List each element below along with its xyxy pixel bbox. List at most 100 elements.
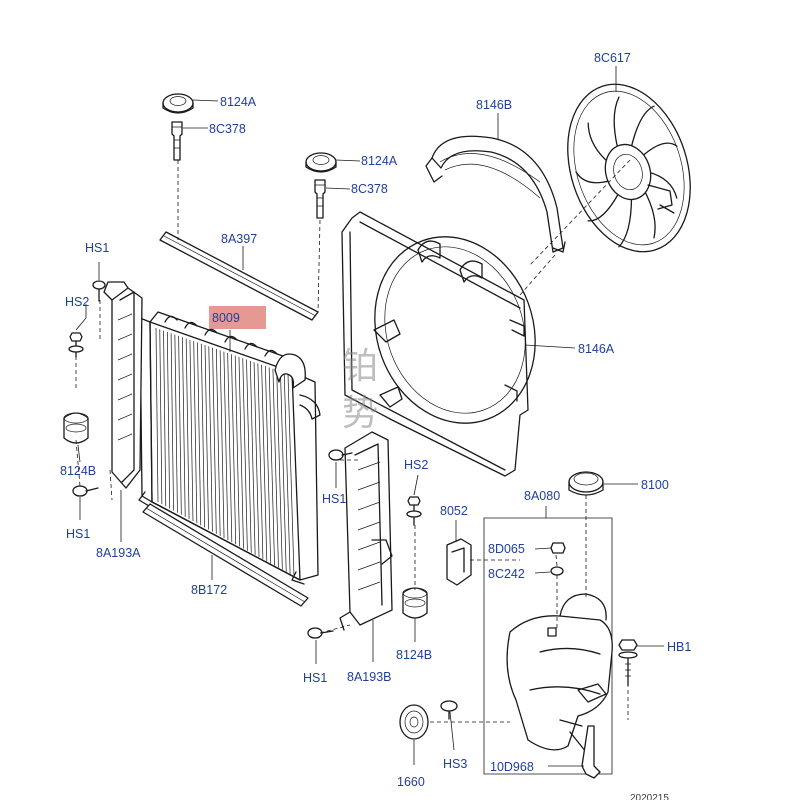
radiator-fin bbox=[185, 338, 190, 519]
callout-8124b-right: 8124B bbox=[396, 648, 432, 662]
radiator-fin bbox=[265, 366, 272, 564]
radiator-fin bbox=[268, 367, 275, 566]
pulley-1660 bbox=[399, 704, 429, 740]
fan-blade bbox=[642, 188, 656, 239]
o-ring-8C242 bbox=[550, 566, 564, 576]
bracket-8052 bbox=[446, 538, 472, 586]
fan-blades bbox=[575, 96, 678, 248]
stud-HS2-center bbox=[406, 496, 422, 526]
leader-lines bbox=[75, 66, 664, 767]
bolt-HS1-left bbox=[72, 485, 99, 497]
mount-8124A-mid bbox=[305, 152, 337, 173]
radiator-fin bbox=[249, 360, 256, 555]
callout-8c378-mid: 8C378 bbox=[351, 182, 388, 196]
callout-hs1-top: HS1 bbox=[85, 241, 109, 255]
radiator-fin bbox=[200, 343, 205, 528]
fan-blade bbox=[618, 196, 633, 248]
callout-hb1: HB1 bbox=[667, 640, 691, 654]
callout-1660: 1660 bbox=[397, 775, 425, 789]
radiator-fin bbox=[166, 331, 171, 509]
callout-8a080: 8A080 bbox=[524, 489, 560, 503]
radiator-fin bbox=[280, 371, 287, 572]
callout-10d968: 10D968 bbox=[490, 760, 534, 774]
radiator-fin bbox=[174, 334, 178, 513]
fan-blade bbox=[630, 105, 655, 148]
fan-blade bbox=[587, 193, 619, 222]
radiator-fin bbox=[261, 364, 268, 562]
callout-hs2-center: HS2 bbox=[404, 458, 428, 472]
radiator-fin bbox=[238, 356, 244, 549]
fan-shroud-8146A bbox=[341, 211, 536, 477]
callout-8052: 8052 bbox=[440, 504, 468, 518]
washer-HS3 bbox=[440, 700, 458, 720]
bolt-HS1-top bbox=[92, 280, 106, 302]
radiator-fin bbox=[276, 370, 283, 570]
radiator-fin bbox=[223, 351, 229, 541]
hose-10D968 bbox=[581, 725, 601, 779]
callout-8b172: 8B172 bbox=[191, 583, 227, 597]
radiator-fin bbox=[242, 358, 248, 551]
radiator-fin bbox=[287, 373, 295, 577]
radiator-fins bbox=[155, 327, 295, 577]
radiator-fin bbox=[215, 349, 221, 536]
radiator-fin bbox=[227, 352, 233, 543]
sensor-8D065 bbox=[550, 542, 566, 554]
callout-8c617: 8C617 bbox=[594, 51, 631, 65]
bush-8124B-left bbox=[63, 412, 89, 444]
radiator-fin bbox=[170, 333, 174, 511]
callout-8a397: 8A397 bbox=[221, 232, 257, 246]
fan-shroud-upper-8146B bbox=[425, 135, 566, 253]
fan-blade bbox=[642, 142, 678, 156]
callout-hs1-left: HS1 bbox=[66, 527, 90, 541]
stud-HS2-left bbox=[68, 332, 84, 358]
callout-8124b-left: 8124B bbox=[60, 464, 96, 478]
radiator-fin bbox=[283, 372, 291, 574]
callout-8146b: 8146B bbox=[476, 98, 512, 112]
cap-8100 bbox=[568, 471, 604, 496]
callout-8a193a: 8A193A bbox=[96, 546, 141, 560]
callout-8124a-top: 8124A bbox=[220, 95, 257, 109]
bolt-HB1 bbox=[618, 639, 638, 687]
watermark-char-2: 势 bbox=[342, 393, 378, 434]
bracket-8A193B bbox=[339, 431, 393, 631]
radiator-fin bbox=[163, 330, 167, 507]
radiator-fin bbox=[208, 346, 213, 532]
callout-8c378-top: 8C378 bbox=[209, 122, 246, 136]
bush-8124B-right bbox=[402, 587, 428, 619]
callout-8d065: 8D065 bbox=[488, 542, 525, 556]
callout-hs1-bottom: HS1 bbox=[303, 671, 327, 685]
radiator-fin bbox=[197, 342, 202, 526]
callout-8146a: 8146A bbox=[578, 342, 615, 356]
radiator-fin bbox=[159, 329, 163, 505]
radiator-fin bbox=[182, 337, 186, 517]
callout-hs3: HS3 bbox=[443, 757, 467, 771]
radiator-fin bbox=[219, 350, 225, 538]
fan-blade bbox=[613, 96, 620, 151]
radiator-fin bbox=[189, 339, 194, 522]
bolt-HS1-center bbox=[328, 449, 353, 461]
fan-blade bbox=[575, 171, 610, 184]
callout-8a193b: 8A193B bbox=[347, 670, 391, 684]
radiator-8009 bbox=[138, 311, 321, 585]
watermark-char-1: 铂 bbox=[342, 346, 378, 387]
fan-blade bbox=[647, 171, 678, 199]
callout-8c242: 8C242 bbox=[488, 567, 525, 581]
seal-strip-8B172 bbox=[142, 503, 309, 607]
radiator-fin bbox=[253, 362, 260, 557]
radiator-fin bbox=[257, 363, 264, 560]
callout-8124a-mid: 8124A bbox=[361, 154, 398, 168]
fan-8C617 bbox=[567, 83, 691, 253]
callout-hs1-center: HS1 bbox=[322, 492, 346, 506]
radiator-fin bbox=[212, 347, 217, 534]
pin-8C378-top bbox=[171, 121, 183, 161]
radiator-fin bbox=[272, 368, 279, 568]
radiator-fin bbox=[246, 359, 252, 553]
bracket-8A193A bbox=[103, 281, 143, 489]
radiator-fin bbox=[231, 354, 237, 545]
pin-8C378-mid bbox=[314, 179, 326, 219]
radiator-fin bbox=[178, 335, 182, 515]
callout-8009: 8009 bbox=[212, 311, 240, 325]
radiator-fin bbox=[234, 355, 240, 547]
